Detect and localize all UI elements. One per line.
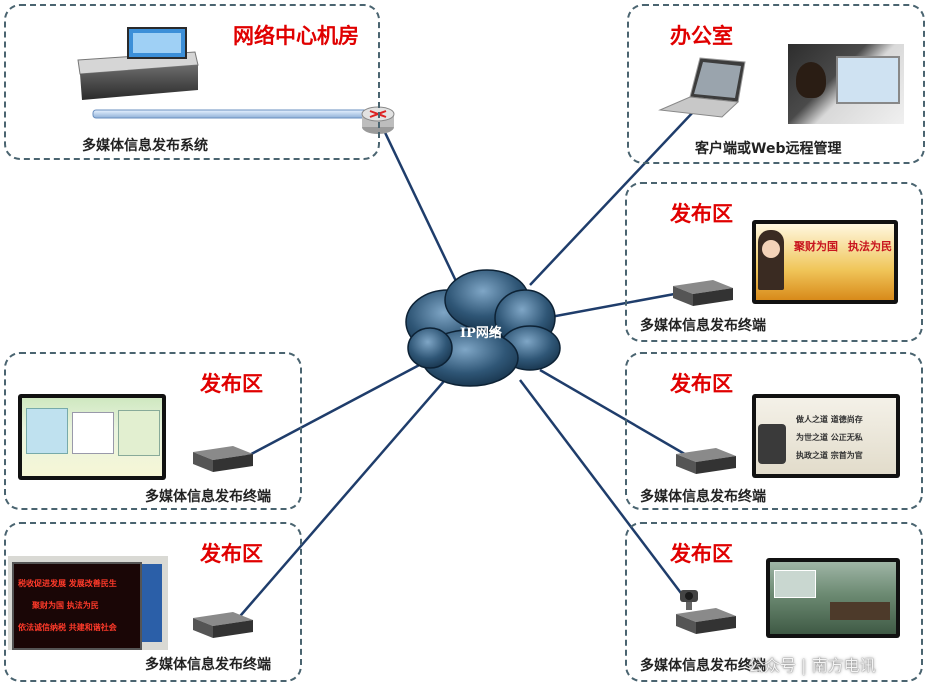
region-publish-right-1-caption: 多媒体信息发布终端 — [640, 318, 766, 334]
region-publish-right-3 — [625, 522, 923, 682]
terminal-device-icon — [193, 446, 253, 472]
link-right2 — [539, 368, 696, 462]
terminal-device-icon — [193, 612, 253, 638]
region-office-caption: 客户端或Web远程管理 — [695, 141, 842, 157]
region-publish-left-2-title: 发布区 — [200, 542, 263, 566]
server-icon — [77, 27, 199, 100]
region-publish-left-1 — [4, 352, 302, 510]
link-right3 — [519, 379, 691, 606]
region-publish-right-2 — [625, 352, 923, 510]
region-datacenter-caption: 多媒体信息发布系统 — [82, 138, 208, 154]
region-publish-right-1 — [625, 182, 923, 342]
led-text: 税收促进发展 发展改善民生 — [18, 579, 117, 588]
region-office — [627, 4, 925, 164]
ip-network-label: IP网络 — [460, 326, 502, 341]
display-screen-left-1 — [18, 394, 166, 480]
screen-text: 做人之道 道德尚存 — [796, 415, 863, 424]
terminal-device-icon — [673, 280, 733, 306]
link-left2 — [234, 379, 446, 623]
region-publish-right-2-caption: 多媒体信息发布终端 — [640, 489, 766, 505]
display-screen-right-1: 聚财为国 执法为民 — [752, 220, 898, 304]
watermark: 公众号 | 南方电讯 — [748, 656, 876, 675]
laptop-icon — [658, 57, 746, 118]
link-left1 — [239, 360, 426, 462]
screen-text: 执政之道 宗首为官 — [796, 451, 863, 460]
display-screen-right-3 — [766, 558, 900, 638]
screen-text: 为世之道 公正无私 — [796, 433, 863, 442]
link-datacenter — [378, 121, 467, 301]
region-datacenter-title: 网络中心机房 — [233, 24, 359, 48]
office-user-photo — [788, 44, 904, 124]
region-publish-left-2 — [4, 522, 302, 682]
region-publish-right-1-title: 发布区 — [670, 202, 733, 226]
terminal-device-icon — [676, 448, 736, 474]
region-office-title: 办公室 — [670, 24, 733, 48]
region-datacenter — [4, 4, 380, 160]
screen-text: 聚财为国 — [794, 240, 838, 253]
region-publish-right-3-caption: 多媒体信息发布终端 — [640, 658, 766, 674]
terminal-device-icon — [676, 608, 736, 634]
led-text: 聚财为国 执法为民 — [32, 601, 99, 610]
led-text: 依法诚信纳税 共建和谐社会 — [18, 623, 117, 632]
link-right1 — [544, 291, 681, 320]
region-publish-left-1-title: 发布区 — [200, 372, 263, 396]
region-publish-right-2-title: 发布区 — [670, 372, 733, 396]
ip-network-cloud — [405, 269, 561, 387]
display-screen-right-2: 做人之道 道德尚存 为世之道 公正无私 执政之道 宗首为官 — [752, 394, 900, 478]
screen-text: 执法为民 — [848, 240, 892, 253]
camera-icon — [680, 590, 698, 610]
region-publish-left-1-caption: 多媒体信息发布终端 — [145, 489, 271, 505]
region-publish-right-3-title: 发布区 — [670, 542, 733, 566]
link-office — [529, 109, 696, 286]
region-publish-left-2-caption: 多媒体信息发布终端 — [145, 657, 271, 673]
led-display-photo: 税收促进发展 发展改善民生 聚财为国 执法为民 依法诚信纳税 共建和谐社会 — [8, 556, 168, 650]
